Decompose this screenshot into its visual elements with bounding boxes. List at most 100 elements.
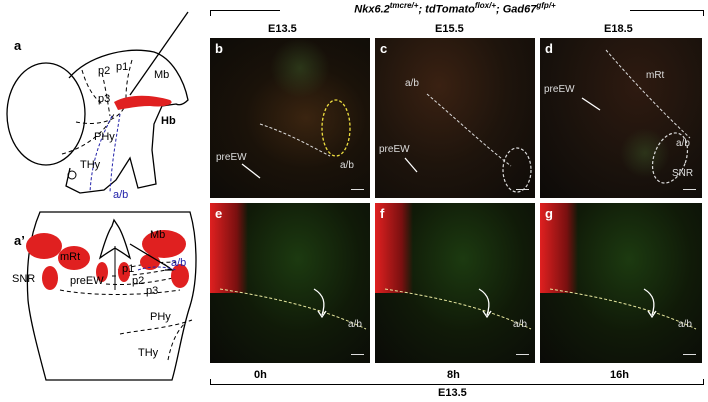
bottom-bracket-right-tick [703,379,704,385]
boundary-d [605,49,691,139]
label-mb-coronal: Mb [150,229,165,241]
boundary-c [426,93,512,167]
preew-pointer-d [581,97,601,111]
title-gene2: tdTomato [425,3,475,16]
overlay-f [384,288,532,330]
panel-b: b preEW a/b [210,38,370,198]
label-mb: Mb [154,69,169,81]
label-preew: preEW [70,275,104,287]
scalebar-d [683,188,696,190]
label-ab: a/b [113,189,128,201]
ventricle-outline [98,218,132,260]
green-glow-b [270,38,330,98]
title-sep1: ; [418,3,426,16]
label-thy-coronal: THy [138,347,159,359]
label-phy: PHy [94,131,115,143]
title-gene1: Nkx6.2 [354,3,390,16]
panel-c: c a/b preEW [375,38,535,198]
arrow-g [643,288,657,319]
text-c-ab: a/b [405,78,419,89]
arrow-f [478,288,492,319]
panel-label-f: f [380,206,385,221]
panel-label-d: d [545,41,553,56]
panel-a-prime-label: a’ [14,233,25,248]
phy-boundary [75,107,125,124]
label-p1-coronal: p1 [122,263,134,275]
mammillary-circle [67,170,77,180]
telencephalon-outline [6,62,86,166]
time-label-3: 16h [610,369,629,381]
label-p2: p2 [98,65,110,77]
label-p3-coronal: p3 [146,285,158,297]
arrow-coronal [129,243,174,271]
red-region-g [540,203,578,293]
bottom-bracket-left-tick [210,379,211,385]
boundary-b [259,123,331,157]
bottom-stage-label: E13.5 [438,387,467,399]
p1-mb-boundary [125,59,133,99]
scalebar-c [516,188,529,190]
ab-path-f [384,288,532,330]
panel-g: g a/b [540,203,702,363]
scalebar-g [683,353,696,355]
label-ab-coronal: a/b [171,257,186,269]
text-f-ab: a/b [513,319,527,330]
text-d-mrt: mRt [646,70,665,81]
panel-d: d mRt preEW a/b SNR [540,38,702,198]
ab-ellipse-b [321,99,351,157]
text-d-ab: a/b [676,138,690,149]
time-label-1: 0h [254,369,267,381]
label-hb: Hb [161,115,176,127]
preew-pointer-c [404,157,418,173]
diencephalon-outline [65,49,189,194]
text-d-snr: SNR [672,168,694,179]
red-right-snr [171,264,189,288]
text-g-ab: a/b [678,319,692,330]
time-label-2: 8h [447,369,460,381]
text-e-ab: a/b [348,319,362,330]
red-region-e [210,203,248,293]
overlay-b [241,99,351,179]
overlay-e [219,288,367,330]
title-sup2: flox/+ [474,1,496,10]
overlay-c [404,93,532,193]
scalebar-b [351,188,364,190]
coronal-outline [26,211,197,381]
panel-label-e: e [215,206,223,221]
label-phy-coronal: PHy [150,311,171,323]
ab-ellipse-c [502,147,532,193]
label-mrt: mRt [60,251,80,263]
red-pretectal-left [96,262,108,282]
top-bracket-left-tick [210,10,211,16]
label-p1: p1 [116,61,128,73]
green-glow-d [620,128,670,178]
label-p2-coronal: p2 [132,275,144,287]
ab-path-g [549,288,697,330]
title-sup3: gfp/+ [536,1,556,10]
panel-f: f a/b [375,203,535,363]
gad-domain-sagittal [114,95,172,110]
stage-label-3: E18.5 [604,23,633,35]
section-line [129,11,189,96]
text-d-preew: preEW [544,84,575,95]
ab-stream-coronal [137,266,177,271]
panel-e: e a/b [210,203,370,363]
boundary-p3 [59,289,181,295]
panel-a-label: a [14,38,22,53]
gad-domains-coronal [26,230,189,290]
arrow-e [313,288,327,319]
ab-stream-sagittal [89,113,121,193]
top-bracket-right-tick [703,10,704,16]
panel-label-b: b [215,41,223,56]
snr-ellipse-d [651,132,689,184]
text-b-preew: preEW [216,152,247,163]
panel-label-c: c [380,41,388,56]
red-region-f [375,203,413,293]
bottom-bracket [210,384,704,385]
text-c-preew: preEW [379,144,410,155]
preew-pointer-b [241,163,261,179]
brain-schematics: p2 p1 p3 Mb Hb PHy THy a/b Mb mRt a/b SN… [6,11,197,381]
label-snr: SNR [12,273,35,285]
label-p3: p3 [98,93,110,105]
red-pretectal-lateral [140,254,160,270]
